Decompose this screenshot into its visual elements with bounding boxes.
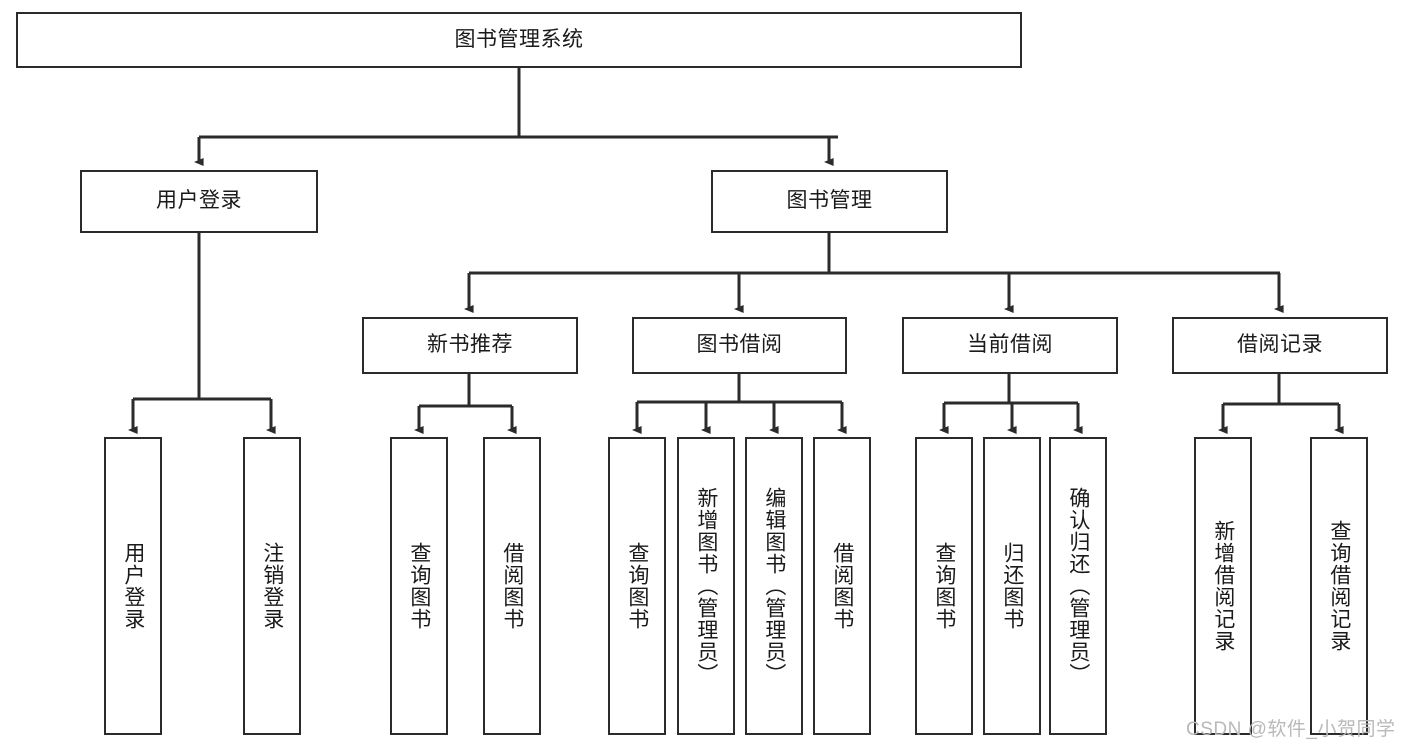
node-new-book-recommend[interactable]: 新书推荐: [362, 317, 578, 374]
node-book-management[interactable]: 图书管理: [711, 170, 948, 233]
vertical-text-wrap: 用户登录: [106, 439, 160, 733]
leaf-current-query-book[interactable]: 查询图书: [915, 437, 973, 735]
vertical-text-wrap: 查询借阅记录: [1312, 439, 1366, 733]
node-label: 新增图书（管理员）: [694, 487, 718, 685]
node-label: 借阅记录: [1237, 333, 1323, 357]
vertical-text-wrap: 查询图书: [917, 439, 971, 733]
node-label: 新书推荐: [427, 333, 513, 357]
node-label: 注销登录: [260, 542, 284, 630]
node-label: 查询图书: [932, 542, 956, 630]
vertical-text-wrap: 注销登录: [245, 439, 299, 733]
vertical-text-wrap: 借阅图书: [815, 439, 869, 733]
vertical-text-wrap: 归还图书: [985, 439, 1039, 733]
node-current-borrow[interactable]: 当前借阅: [902, 317, 1118, 374]
node-label: 查询图书: [625, 542, 649, 630]
leaf-recommend-query-book[interactable]: 查询图书: [390, 437, 448, 735]
node-label: 借阅图书: [500, 542, 524, 630]
node-label: 图书借阅: [696, 333, 783, 357]
node-label: 图书管理: [786, 189, 873, 213]
node-label: 编辑图书（管理员）: [762, 487, 786, 685]
csdn-watermark: CSDN @软件_小贺同学: [1186, 719, 1396, 740]
node-label: 确认归还（管理员）: [1066, 487, 1090, 685]
node-label: 用户登录: [156, 189, 242, 213]
node-label: 查询图书: [407, 542, 431, 630]
node-label: 图书管理系统: [454, 27, 584, 51]
vertical-text-wrap: 查询图书: [610, 439, 664, 733]
vertical-text-wrap: 新增图书（管理员）: [679, 439, 733, 733]
leaf-borrow-borrow-book[interactable]: 借阅图书: [813, 437, 871, 735]
node-label: 当前借阅: [967, 333, 1053, 357]
leaf-recommend-borrow-book[interactable]: 借阅图书: [483, 437, 541, 735]
leaf-borrow-query-book[interactable]: 查询图书: [608, 437, 666, 735]
node-book-borrow[interactable]: 图书借阅: [632, 317, 847, 374]
vertical-text-wrap: 编辑图书（管理员）: [747, 439, 801, 733]
node-label: 用户登录: [121, 542, 145, 630]
node-label: 新增借阅记录: [1211, 520, 1235, 652]
node-borrow-record[interactable]: 借阅记录: [1172, 317, 1388, 374]
node-user-login[interactable]: 用户登录: [80, 170, 318, 233]
leaf-current-return-book[interactable]: 归还图书: [983, 437, 1041, 735]
node-label: 查询借阅记录: [1327, 520, 1351, 652]
leaf-record-query-record[interactable]: 查询借阅记录: [1310, 437, 1368, 735]
vertical-text-wrap: 借阅图书: [485, 439, 539, 733]
leaf-current-confirm-return-admin[interactable]: 确认归还（管理员）: [1049, 437, 1107, 735]
node-label: 借阅图书: [830, 542, 854, 630]
leaf-borrow-edit-book-admin[interactable]: 编辑图书（管理员）: [745, 437, 803, 735]
node-root-system[interactable]: 图书管理系统: [16, 12, 1022, 68]
vertical-text-wrap: 查询图书: [392, 439, 446, 733]
node-label: 归还图书: [1000, 542, 1024, 630]
vertical-text-wrap: 确认归还（管理员）: [1051, 439, 1105, 733]
leaf-user-login-login[interactable]: 用户登录: [104, 437, 162, 735]
vertical-text-wrap: 新增借阅记录: [1196, 439, 1250, 733]
leaf-borrow-add-book-admin[interactable]: 新增图书（管理员）: [677, 437, 735, 735]
leaf-record-add-record[interactable]: 新增借阅记录: [1194, 437, 1252, 735]
leaf-user-login-logout[interactable]: 注销登录: [243, 437, 301, 735]
